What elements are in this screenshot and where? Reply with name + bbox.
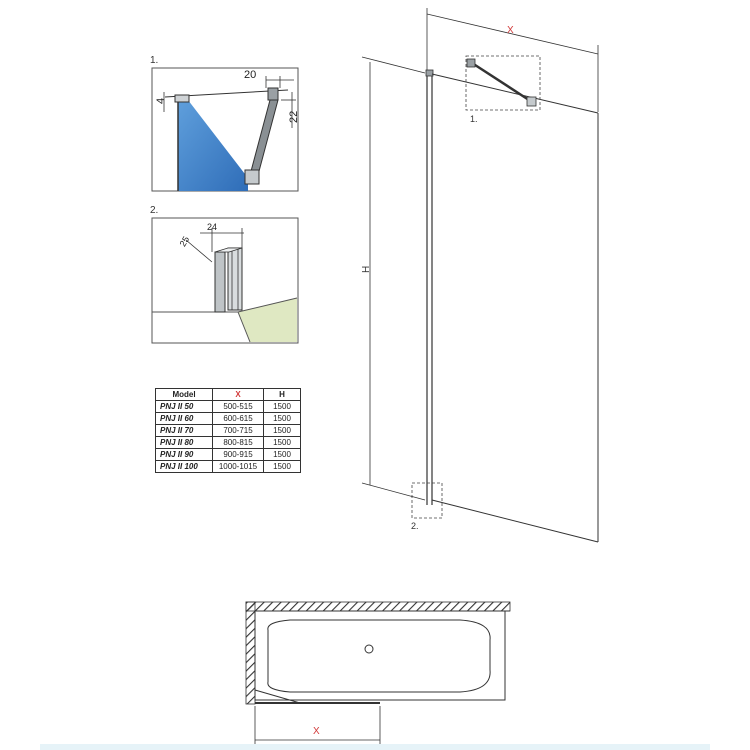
detail-2-dim-b: 24 (207, 222, 217, 232)
plan-view: X (245, 601, 511, 744)
header-model: Model (155, 388, 213, 401)
cell-x: 1000-1015 (212, 460, 264, 473)
table-row: PNJ II 50 500-515 1500 (155, 400, 301, 413)
cell-x: 600-615 (212, 412, 264, 425)
callout-box-1 (465, 55, 541, 111)
plan-bathtub-basin (267, 619, 491, 693)
table-row: PNJ II 60 600-615 1500 (155, 412, 301, 425)
header-h: H (263, 388, 301, 401)
cell-x: 800-815 (212, 436, 264, 449)
cell-x: 500-515 (212, 400, 264, 413)
detail-1-glass (178, 100, 248, 191)
cell-model: PNJ II 100 (155, 460, 213, 473)
cell-model: PNJ II 90 (155, 448, 213, 461)
cell-h: 1500 (263, 436, 301, 449)
detail-1-glass-clamp (244, 169, 260, 185)
detail-1-dim-left: 4 (155, 98, 167, 104)
detail-2-dim-a: 25 (178, 235, 192, 249)
x-dimension-line (426, 13, 599, 55)
cell-h: 1500 (263, 448, 301, 461)
detail-2-profile (214, 251, 226, 313)
table-row: PNJ II 100 1000-1015 1500 (155, 460, 301, 473)
model-spec-table: Model X H PNJ II 50 500-515 1500 PNJ II … (155, 388, 301, 473)
cell-model: PNJ II 60 (155, 412, 213, 425)
table-header-row: Model X H (155, 388, 301, 401)
detail-1-dim-right: 22 (288, 111, 300, 123)
table-row: PNJ II 80 800-815 1500 (155, 436, 301, 449)
cell-h: 1500 (263, 412, 301, 425)
callout-1-label: 1. (470, 114, 478, 124)
plan-wall-top (245, 601, 511, 612)
plan-bathtub (254, 610, 506, 701)
cell-model: PNJ II 80 (155, 436, 213, 449)
detail-1: 1. 20 4 22 (150, 55, 300, 192)
cell-x: 700-715 (212, 424, 264, 437)
bottom-band (40, 744, 710, 750)
cell-model: PNJ II 50 (155, 400, 213, 413)
cell-h: 1500 (263, 400, 301, 413)
callout-2-label: 2. (411, 521, 419, 531)
detail-2-number: 2. (150, 205, 158, 216)
elevation-view: 1. 2. X H (361, 8, 599, 543)
cell-x: 900-915 (212, 448, 264, 461)
plan-x-dimension-label: X (313, 726, 320, 737)
detail-1-wall-bracket (267, 87, 279, 101)
cell-model: PNJ II 70 (155, 424, 213, 437)
plan-drain (364, 644, 374, 654)
glass-top-edge (431, 73, 599, 114)
detail-2: 2. 24 25 (150, 205, 299, 344)
cell-h: 1500 (263, 424, 301, 437)
support-arm (471, 61, 533, 104)
header-x: X (212, 388, 264, 401)
glass-bottom-edge (431, 499, 599, 543)
detail-1-number: 1. (150, 55, 158, 66)
table-row: PNJ II 90 900-915 1500 (155, 448, 301, 461)
detail-1-dim-top: 20 (244, 69, 256, 81)
callout-box-2 (411, 482, 443, 519)
table-row: PNJ II 70 700-715 1500 (155, 424, 301, 437)
x-dimension-label: X (507, 25, 514, 36)
plan-wall-left (245, 601, 256, 705)
h-dimension-label: H (361, 266, 372, 273)
cell-h: 1500 (263, 460, 301, 473)
